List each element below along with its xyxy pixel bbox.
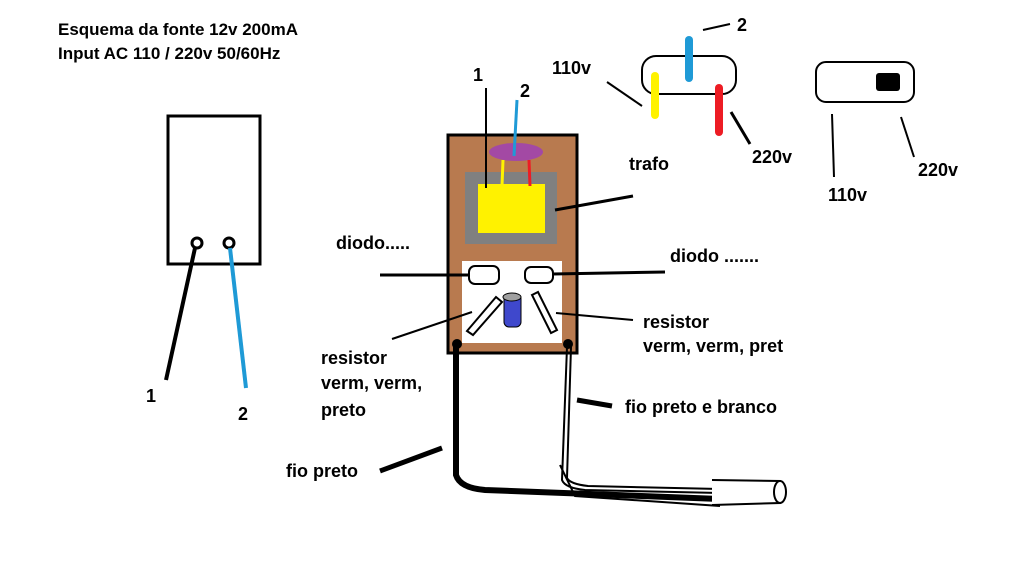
resistor-left-pointer bbox=[391, 311, 473, 340]
resistor-right-label-2: verm, verm, pret bbox=[643, 336, 783, 356]
trafo-wire-yellow bbox=[500, 159, 505, 187]
switch-label-220: 220v bbox=[918, 160, 958, 180]
plug-wire-2 bbox=[228, 247, 248, 389]
plug-wire-1 bbox=[164, 247, 197, 381]
board-wire-2 bbox=[512, 99, 519, 157]
output-cable bbox=[453, 345, 787, 507]
cable-end bbox=[773, 480, 787, 504]
switch-slider bbox=[876, 73, 900, 91]
diagram-title: Esquema da fonte 12v 200mA Input AC 110 … bbox=[58, 20, 298, 63]
black-wire bbox=[453, 345, 721, 502]
voltage-selector-wiring: 2 110v 220v bbox=[552, 15, 792, 167]
diode-right bbox=[524, 266, 554, 284]
trafo-label: trafo bbox=[629, 154, 669, 174]
fio-preto-branco-pointer bbox=[576, 397, 613, 409]
diodo-left-label: diodo..... bbox=[336, 233, 410, 253]
resistor-left-label-1: resistor bbox=[321, 348, 387, 368]
board-labels: trafo diodo..... diodo ....... resistor … bbox=[286, 154, 783, 481]
cable-jacket bbox=[711, 479, 781, 506]
switch-body bbox=[815, 61, 915, 103]
resistor-left bbox=[465, 295, 504, 337]
diode-left bbox=[468, 265, 500, 285]
switch-pointer-220 bbox=[900, 116, 915, 158]
trafo-wire-red bbox=[527, 159, 532, 187]
fio-preto-branco-label: fio preto e branco bbox=[625, 397, 777, 417]
title-line-1: Esquema da fonte 12v 200mA bbox=[58, 20, 298, 39]
trafo-coil bbox=[478, 184, 545, 233]
resistor-left-label-3: preto bbox=[321, 400, 366, 420]
resistor-right-pointer bbox=[555, 312, 634, 321]
board-label-1: 1 bbox=[473, 65, 483, 85]
black-white-wire-inner bbox=[565, 346, 721, 490]
plug-label-2: 2 bbox=[238, 404, 248, 424]
selector-pointer-110 bbox=[606, 81, 643, 107]
selector-pointer-220 bbox=[729, 111, 752, 145]
selector-label-2: 2 bbox=[737, 15, 747, 35]
wall-plug: 1 2 bbox=[146, 114, 262, 424]
plug-pin-1 bbox=[190, 236, 204, 250]
fio-preto-label: fio preto bbox=[286, 461, 358, 481]
pad-right bbox=[563, 339, 573, 349]
resistor-right-label-1: resistor bbox=[643, 312, 709, 332]
selector-label-110: 110v bbox=[552, 58, 591, 78]
fio-preto-pointer bbox=[379, 445, 443, 474]
selector-pointer-2 bbox=[702, 23, 731, 31]
trafo-pointer bbox=[554, 194, 634, 212]
capacitor-top bbox=[502, 292, 522, 302]
selector-label-220: 220v bbox=[752, 147, 792, 167]
diodo-right-pointer bbox=[552, 270, 666, 276]
black-white-wire-outer bbox=[560, 346, 721, 494]
switch-label-110: 110v bbox=[828, 185, 867, 205]
diodo-right-label: diodo ....... bbox=[670, 246, 759, 266]
title-line-2: Input AC 110 / 220v 50/60Hz bbox=[58, 44, 280, 63]
plug-body bbox=[166, 114, 262, 266]
plug-pin-2 bbox=[222, 236, 236, 250]
switch-pointer-110 bbox=[831, 113, 835, 178]
voltage-selector-switch: 110v 220v bbox=[815, 61, 958, 205]
resistor-left-label-2: verm, verm, bbox=[321, 373, 422, 393]
pointer-lines bbox=[379, 194, 666, 474]
circuit-board: 1 2 bbox=[446, 65, 579, 355]
top-connector bbox=[489, 143, 543, 161]
cable-sheath-bottom bbox=[559, 464, 721, 507]
plug-label-1: 1 bbox=[146, 386, 156, 406]
resistor-right bbox=[530, 290, 559, 335]
board-label-2: 2 bbox=[520, 81, 530, 101]
